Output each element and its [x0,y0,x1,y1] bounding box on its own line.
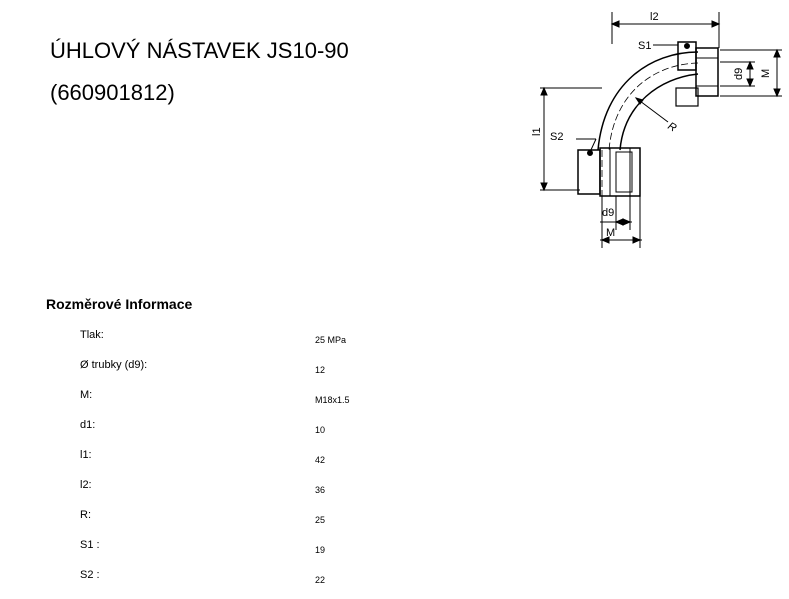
label-r: R [666,120,679,134]
spec-row: S2 : 22 [0,569,789,599]
label-l2: l2 [650,11,659,23]
product-title: ÚHLOVÝ NÁSTAVEK JS10-90 [50,38,349,63]
spec-value: 10 [315,425,326,435]
label-d9-bottom: d9 [602,207,614,219]
spec-row: Ø trubky (d9): 12 [0,359,789,389]
spec-label: Tlak: [80,329,104,341]
sleeve-right [675,87,699,107]
label-m-right: M [760,69,772,78]
spec-value: 42 [315,455,326,465]
spec-value: 19 [315,545,326,555]
product-code: (660901812) [50,80,175,105]
dim-l2-arrow-right [711,20,721,28]
thread-bottom [599,147,641,197]
spec-value: 36 [315,485,326,495]
thread-right [695,47,719,97]
spec-label: S1 : [80,539,100,551]
spec-value: 22 [315,575,326,585]
spec-label: Ø trubky (d9): [80,359,148,371]
spec-row: Tlak: 25 MPa [0,329,789,359]
spec-label: l2: [80,479,92,491]
elbow-centerline [608,62,699,151]
spec-row: l2: 36 [0,479,789,509]
technical-drawing: l2 S1 d9 M l1 S2 R d9 M [531,11,782,248]
s1-marker [684,43,690,49]
label-m-bottom: M [606,227,615,239]
spec-row: S1 : 19 [0,539,789,569]
spec-label: l1: [80,449,92,461]
elbow-outer [597,51,699,151]
spec-label: S2 : [80,569,100,581]
spec-value: 25 [315,515,326,525]
spec-row: R: 25 [0,509,789,539]
spec-row: d1: 10 [0,419,789,449]
spec-label: M: [80,389,93,401]
label-s1: S1 [638,40,651,52]
spec-value: 25 MPa [315,335,347,345]
spec-label: d1: [80,419,96,431]
sleeve-bottom [615,151,633,193]
section-heading: Rozměrové Informace [46,296,193,312]
label-d9-right: d9 [733,68,745,80]
spec-value: M18x1.5 [315,395,350,405]
dim-l2-arrow-left [610,20,620,28]
s2-marker [587,150,593,156]
label-s2: S2 [550,131,563,143]
elbow-inner [619,73,699,151]
label-l1: l1 [531,127,543,136]
spec-row: l1: 42 [0,449,789,479]
spec-value: 12 [315,365,326,375]
nut-s2 [577,149,601,195]
spec-row: M: M18x1.5 [0,389,789,419]
spec-label: R: [80,509,91,521]
